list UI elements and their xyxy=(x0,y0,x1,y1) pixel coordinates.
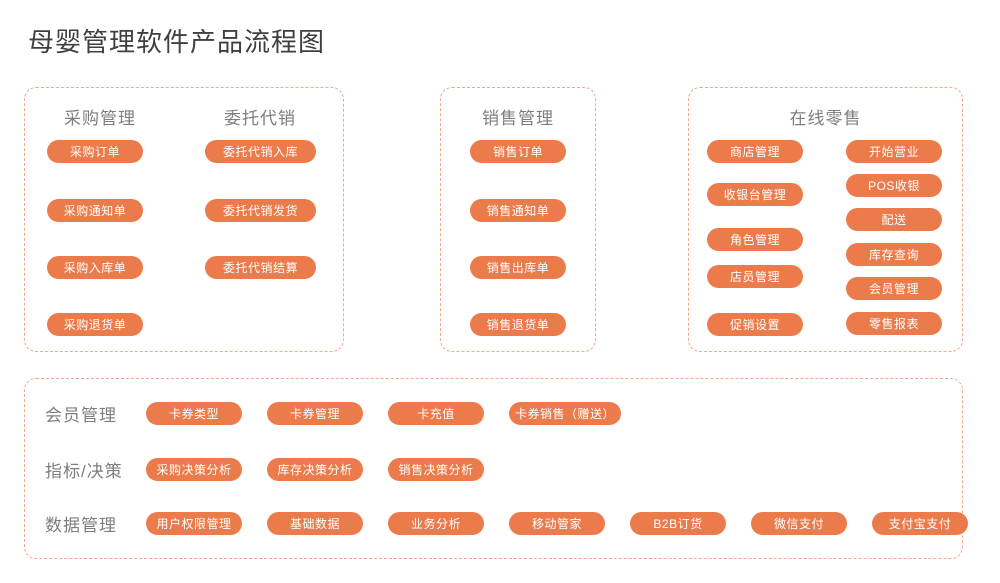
panel-title-consignment: 委托代销 xyxy=(224,109,296,128)
pill-sales-return[interactable]: 销售退货单 xyxy=(470,313,566,336)
pill-card-management[interactable]: 卡券管理 xyxy=(267,402,363,425)
pill-inventory-decision-analysis[interactable]: 库存决策分析 xyxy=(267,458,363,481)
panel-procurement-consignment: 采购管理 委托代销 采购订单 采购通知单 采购入库单 采购退货单 委托代销入库 … xyxy=(24,87,344,352)
pill-mobile-steward[interactable]: 移动管家 xyxy=(509,512,605,535)
pill-sales-order[interactable]: 销售订单 xyxy=(470,140,566,163)
page-title: 母婴管理软件产品流程图 xyxy=(28,27,326,57)
panel-title-procurement: 采购管理 xyxy=(64,109,136,128)
pill-sales-notice[interactable]: 销售通知单 xyxy=(470,199,566,222)
pill-role-management[interactable]: 角色管理 xyxy=(707,228,803,251)
panel-title-online-retail: 在线零售 xyxy=(789,109,862,128)
pill-basic-data[interactable]: 基础数据 xyxy=(267,512,363,535)
pill-member-management[interactable]: 会员管理 xyxy=(846,277,942,300)
pill-delivery[interactable]: 配送 xyxy=(846,208,942,231)
pill-purchase-inbound[interactable]: 采购入库单 xyxy=(47,256,143,279)
row-label-metrics-decision: 指标/决策 xyxy=(45,462,123,481)
pill-inventory-query[interactable]: 库存查询 xyxy=(846,243,942,266)
row-label-member-management: 会员管理 xyxy=(45,406,117,425)
pill-retail-report[interactable]: 零售报表 xyxy=(846,312,942,335)
pill-consignment-shipment[interactable]: 委托代销发货 xyxy=(205,199,316,222)
pill-card-sale-gift[interactable]: 卡券销售（赠送） xyxy=(509,402,621,425)
pill-business-analysis[interactable]: 业务分析 xyxy=(388,512,484,535)
pill-consignment-settlement[interactable]: 委托代销结算 xyxy=(205,256,316,279)
pill-purchase-decision-analysis[interactable]: 采购决策分析 xyxy=(146,458,242,481)
panel-title-sales: 销售管理 xyxy=(482,109,554,128)
pill-card-type[interactable]: 卡券类型 xyxy=(146,402,242,425)
pill-cashier-desk-management[interactable]: 收银台管理 xyxy=(707,183,803,206)
pill-consignment-inbound[interactable]: 委托代销入库 xyxy=(205,140,316,163)
panel-online-retail: 在线零售 商店管理 收银台管理 角色管理 店员管理 促销设置 开始营业 POS收… xyxy=(688,87,963,352)
pill-start-business[interactable]: 开始营业 xyxy=(846,140,942,163)
pill-purchase-order[interactable]: 采购订单 xyxy=(47,140,143,163)
pill-sales-outbound[interactable]: 销售出库单 xyxy=(470,256,566,279)
pill-clerk-management[interactable]: 店员管理 xyxy=(707,265,803,288)
pill-card-recharge[interactable]: 卡充值 xyxy=(388,402,484,425)
row-label-data-management: 数据管理 xyxy=(45,516,117,535)
pill-pos-checkout[interactable]: POS收银 xyxy=(846,174,942,197)
pill-store-management[interactable]: 商店管理 xyxy=(707,140,803,163)
panel-sales: 销售管理 销售订单 销售通知单 销售出库单 销售退货单 xyxy=(440,87,596,352)
pill-b2b-ordering[interactable]: B2B订货 xyxy=(630,512,726,535)
pill-alipay[interactable]: 支付宝支付 xyxy=(872,512,968,535)
pill-purchase-notice[interactable]: 采购通知单 xyxy=(47,199,143,222)
panel-bottom-modules: 会员管理 卡券类型 卡券管理 卡充值 卡券销售（赠送） 指标/决策 采购决策分析… xyxy=(24,378,968,559)
pill-purchase-return[interactable]: 采购退货单 xyxy=(47,313,143,336)
pill-sales-decision-analysis[interactable]: 销售决策分析 xyxy=(388,458,484,481)
pill-user-permission-management[interactable]: 用户权限管理 xyxy=(146,512,242,535)
pill-promotion-settings[interactable]: 促销设置 xyxy=(707,313,803,336)
pill-wechat-pay[interactable]: 微信支付 xyxy=(751,512,847,535)
